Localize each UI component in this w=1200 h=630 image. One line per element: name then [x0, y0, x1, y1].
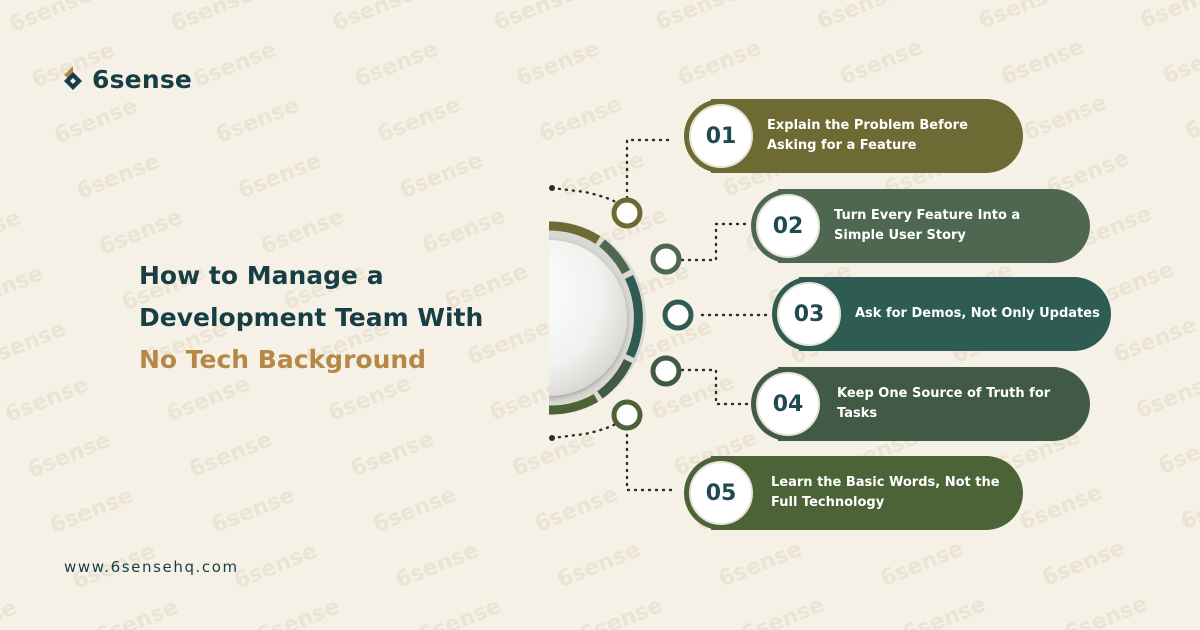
step-text: Turn Every Feature Into a Simple User St… — [834, 208, 1021, 243]
step-number: 03 — [793, 301, 825, 327]
connector-lines — [550, 138, 770, 492]
website-url[interactable]: www.6sensehq.com — [64, 558, 239, 576]
title-line-2: Development Team With — [139, 303, 484, 332]
ring-01 — [611, 197, 643, 229]
page-title: How to Manage a Development Team With No… — [139, 255, 519, 381]
ring-05 — [611, 399, 643, 431]
ring-04 — [650, 355, 682, 387]
central-hub — [549, 221, 646, 415]
title-line-3-highlight: No Tech Background — [139, 345, 427, 374]
logo-mark-icon — [64, 66, 82, 90]
step-badge-03 — [777, 282, 841, 346]
ring-02 — [650, 243, 682, 275]
step-text: Learn the Basic Words, Not the Full Tech… — [771, 475, 1000, 510]
ring-03 — [662, 299, 694, 331]
step-number: 02 — [772, 213, 804, 239]
step-pill-05 — [711, 456, 1023, 530]
step-number: 05 — [705, 480, 737, 506]
step-text: Explain the Problem Before Asking for a … — [767, 118, 968, 153]
title-line-1: How to Manage a — [139, 261, 384, 290]
step-pill-03 — [799, 277, 1111, 351]
step-pill-02 — [778, 189, 1090, 263]
step-number: 01 — [705, 123, 737, 149]
step-badge-01 — [689, 104, 753, 168]
step-badge-04 — [756, 372, 820, 436]
step-badge-05 — [689, 461, 753, 525]
step-pills — [684, 99, 1111, 530]
step-pill-04 — [778, 367, 1090, 441]
arc-rings — [611, 197, 694, 431]
step-badge-02 — [756, 194, 820, 258]
step-text: Keep One Source of Truth for Tasks — [837, 386, 1051, 421]
step-pill-01 — [711, 99, 1023, 173]
brand-name: 6sense — [92, 64, 193, 94]
step-text: Ask for Demos, Not Only Updates — [855, 306, 1100, 321]
brand-logo[interactable]: 6sense — [62, 64, 192, 94]
step-number: 04 — [772, 391, 804, 417]
